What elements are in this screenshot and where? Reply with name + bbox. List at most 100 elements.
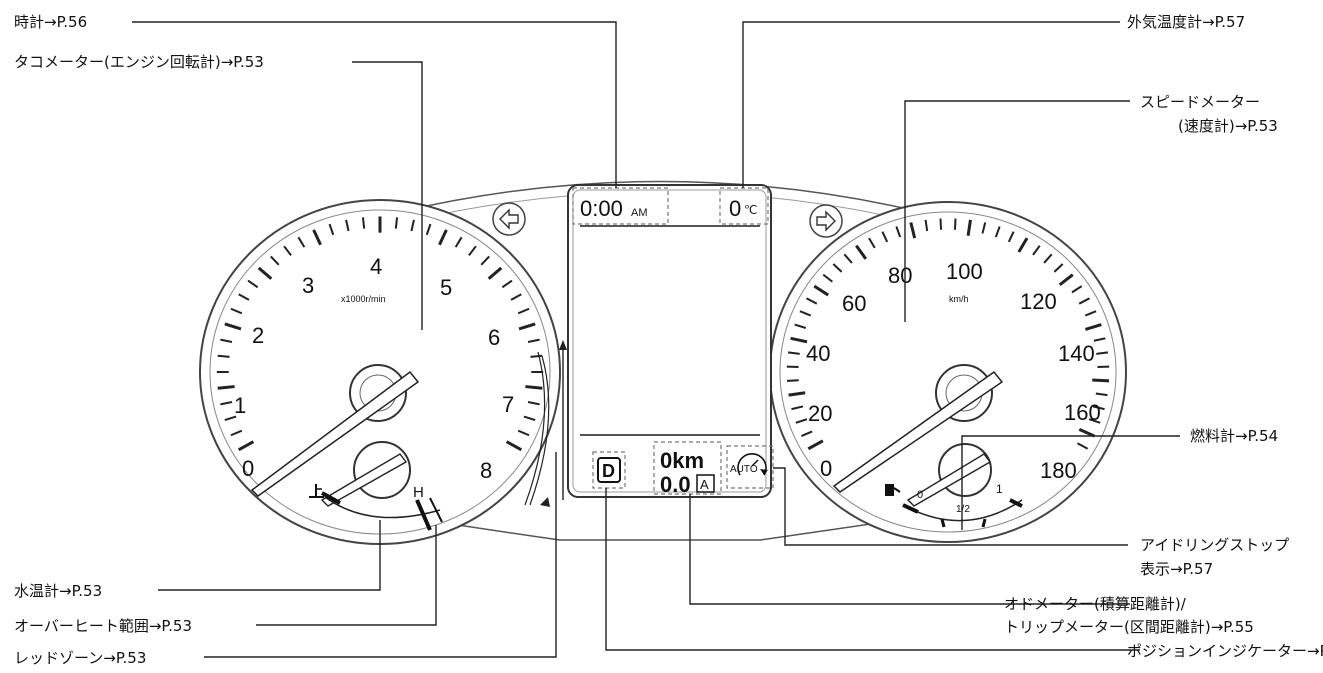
tach-tick — [530, 354, 543, 358]
tach-tick — [237, 440, 255, 452]
speed-tick — [806, 297, 818, 305]
callout-position-indicator: ポジションインジケーター→P.56 — [1127, 642, 1323, 660]
tach-tick — [220, 338, 233, 344]
speed-tick — [794, 323, 807, 329]
speed-tick — [1093, 337, 1106, 342]
speed-tick — [1078, 297, 1090, 305]
fuel-half-label: 1/2 — [956, 504, 970, 515]
tach-tick — [238, 293, 250, 301]
red-zone-arc — [524, 351, 546, 506]
speed-label-180: 180 — [1040, 458, 1077, 483]
tach-tick — [501, 279, 513, 289]
speed-tick — [1071, 285, 1083, 294]
speed-tick — [1092, 405, 1105, 411]
speed-tick — [1092, 378, 1110, 383]
trip-label: A — [700, 477, 709, 492]
speed-label-20: 20 — [808, 401, 832, 426]
tach-tick — [438, 229, 448, 246]
tach-tick — [505, 440, 523, 452]
left-arrow-icon — [492, 202, 526, 236]
fuel-gauge: 0 1/2 1 — [885, 443, 1023, 528]
tach-label-3: 3 — [302, 273, 314, 298]
speed-tick — [953, 218, 957, 230]
speed-tick — [790, 336, 808, 344]
tach-tick — [283, 245, 292, 256]
speed-tick — [832, 263, 843, 273]
water-temp-gauge: H — [309, 441, 443, 531]
speed-tick — [1088, 418, 1101, 424]
temp-needle — [320, 453, 408, 507]
tach-tick — [425, 223, 432, 236]
leader-lines — [132, 21, 1180, 658]
tach-tick — [270, 255, 280, 266]
outside-temp-frame — [719, 187, 769, 225]
callout-odometer-line1: オドメーター(積算距離計)/ — [1004, 595, 1187, 613]
tach-label-5: 5 — [440, 275, 452, 300]
trip-value: 0.0 — [660, 472, 691, 497]
speed-tick — [791, 405, 804, 411]
tach-label-4: 4 — [370, 254, 382, 279]
speed-label-0: 0 — [820, 456, 832, 481]
speed-tick — [966, 219, 972, 236]
tach-tick — [297, 236, 306, 248]
speed-tick — [909, 222, 917, 239]
speed-tick — [1043, 253, 1053, 264]
speed-tick — [1053, 263, 1064, 273]
outside-temp-unit: ℃ — [744, 203, 757, 217]
speed-tick — [822, 273, 833, 283]
speed-tick — [843, 253, 853, 264]
tach-tick — [224, 322, 242, 331]
idling-stop-frame — [726, 445, 774, 489]
tach-tick — [247, 279, 259, 289]
tach-tick — [345, 219, 350, 232]
tach-tick — [468, 245, 477, 256]
tach-tick — [220, 400, 233, 406]
fuel-pump-icon — [885, 484, 901, 496]
speed-tick — [799, 310, 812, 317]
tach-tick — [527, 400, 540, 406]
speed-tick — [1077, 442, 1089, 450]
clock-value: 0:00 — [580, 196, 623, 221]
idling-stop-auto: AUTO — [730, 464, 758, 475]
speed-tick — [895, 226, 902, 238]
tach-tick — [217, 354, 230, 358]
speed-tick — [868, 237, 876, 249]
odometer-frame — [653, 441, 722, 495]
speed-tick — [787, 351, 800, 355]
callout-red-zone: レッドゾーン→P.53 — [14, 649, 146, 667]
idling-stop-icon — [737, 453, 768, 476]
speed-tick — [1058, 273, 1074, 286]
fuel-full-label: 1 — [996, 482, 1003, 496]
speed-tick — [813, 284, 830, 297]
speedometer-ticks — [786, 218, 1110, 451]
speed-label-140: 140 — [1058, 341, 1095, 366]
tach-label-7: 7 — [502, 392, 514, 417]
callout-idling-stop-line1: アイドリングストップ — [1140, 536, 1289, 554]
speed-tick — [807, 439, 824, 451]
tach-tick — [523, 415, 536, 422]
speed-tick — [881, 231, 889, 243]
callout-clock: 時計→P.56 — [14, 13, 87, 31]
callout-speedometer-line2: (速度計)→P.53 — [1178, 117, 1278, 135]
tach-tick — [328, 223, 335, 236]
overheat-mark — [415, 499, 432, 531]
odometer-value: 0km — [660, 448, 704, 473]
tach-tick — [410, 219, 415, 232]
fuel-needle — [906, 453, 992, 507]
speed-tick — [1017, 237, 1029, 253]
temp-hot-label: H — [413, 484, 424, 501]
speed-tick — [1078, 428, 1096, 438]
speedometer: 0 20 40 60 80 100 120 140 160 180 km/h — [769, 201, 1127, 543]
speed-tick — [786, 379, 799, 382]
tach-tick — [480, 255, 490, 266]
thermometer-icon — [309, 484, 324, 498]
gear-indicator: D — [602, 461, 615, 481]
right-arrow-icon — [809, 204, 843, 238]
center-display: 0:00 AM 0 ℃ D 0km 0.0 A AUTO — [567, 184, 774, 498]
clock-suffix: AM — [631, 207, 648, 219]
callout-outside-temp: 外気温度計→P.57 — [1127, 13, 1245, 31]
speed-tick — [939, 218, 943, 230]
tach-tick — [361, 217, 366, 229]
callout-overheat-range: オーバーヒート範囲→P.53 — [14, 617, 192, 635]
